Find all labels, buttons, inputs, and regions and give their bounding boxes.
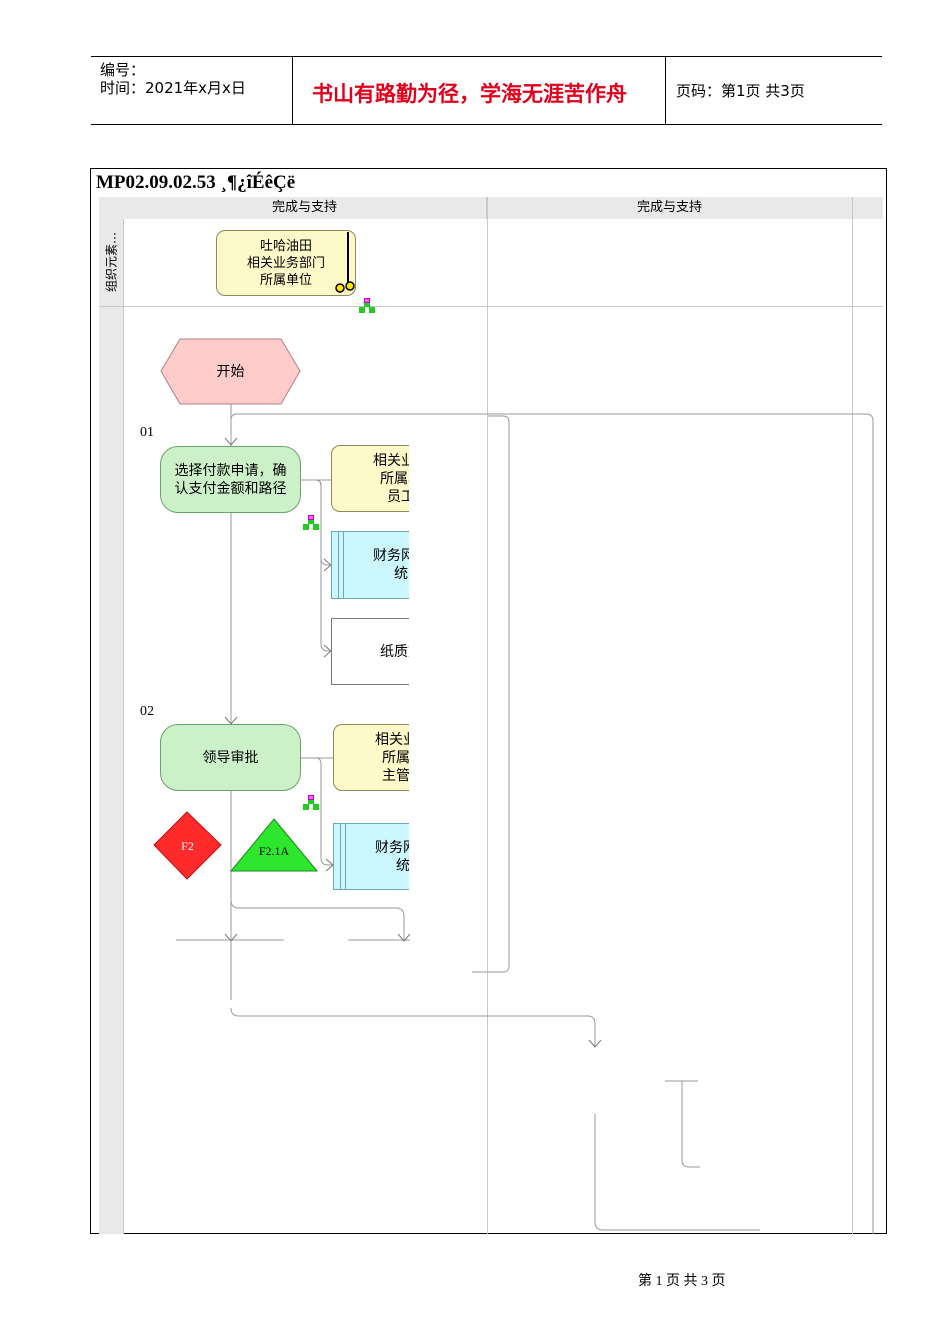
document-node-paper[interactable]: 纸质文 xyxy=(331,618,409,685)
lane-line-3 xyxy=(852,197,853,1234)
org-node-tuha[interactable]: 吐哈油田 相关业务部门 所属单位 xyxy=(216,230,356,296)
org-row-separator xyxy=(99,306,883,307)
header-divider-right xyxy=(665,56,666,125)
step-id-02: 02 xyxy=(140,704,154,719)
document-node-clip: 纸质文 xyxy=(331,618,409,685)
system-line: 财务网上 xyxy=(375,839,409,856)
system-node-stripe xyxy=(338,531,339,599)
lane-line-1 xyxy=(123,219,124,1234)
function-line: 选择付款申请，确 xyxy=(174,462,287,479)
org-line: 员工 xyxy=(387,488,409,505)
function-node-select-payment[interactable]: 选择付款申请，确 认支付金额和路径 xyxy=(160,446,301,513)
footer-page-number: 第 1 页 共 3 页 xyxy=(638,1274,726,1289)
org-node-line-3: 所属单位 xyxy=(259,272,312,288)
arrow-into-step-01 xyxy=(224,437,238,446)
hierarchy-icon xyxy=(303,795,319,810)
start-event-label: 开始 xyxy=(216,363,245,380)
column-header-2: 完成与支持 xyxy=(487,197,853,219)
system-line: 财务网上 xyxy=(373,548,409,564)
hierarchy-icon xyxy=(359,298,375,313)
diagram-frame xyxy=(90,168,887,1234)
org-node-step-02-clip: 相关业务 所属单 主管领 xyxy=(333,724,409,791)
lane-line-2 xyxy=(487,197,488,1234)
system-node-step-01-clip: 财务网上 统 xyxy=(331,531,409,599)
org-node-line-1: 吐哈油田 xyxy=(259,238,312,254)
org-line: 所属单 xyxy=(382,749,409,766)
system-node-step-02-clip: 财务网上 统 xyxy=(333,823,409,890)
function-node-leader-approval[interactable]: 领导审批 xyxy=(160,724,301,791)
row-header-bar xyxy=(99,219,123,1234)
interface-triangle-shape[interactable] xyxy=(230,818,318,872)
org-node-step-02[interactable]: 相关业务 所属单 主管领 xyxy=(333,724,409,791)
org-node-step-01[interactable]: 相关业务 所属单 员工 xyxy=(331,445,409,512)
doc-time-label: 时间：2021年x月x日 xyxy=(100,79,246,97)
system-node-stripe xyxy=(345,823,346,890)
header-motto: 书山有路勤为径，学海无涯苦作舟 xyxy=(312,82,627,106)
header-top-rule xyxy=(91,56,882,57)
org-node-line-2: 相关业务部门 xyxy=(246,255,325,271)
system-node-step-01[interactable]: 财务网上 统 xyxy=(331,531,409,599)
column-header-1: 完成与支持 xyxy=(123,197,487,219)
loop-line-outer xyxy=(230,413,874,1234)
column-header-filler xyxy=(853,197,883,219)
org-line: 所属单 xyxy=(380,470,409,487)
step-id-01: 01 xyxy=(140,425,154,440)
system-line: 统 xyxy=(394,566,408,582)
org-line: 相关业务 xyxy=(373,452,409,469)
header-page-label: 页码：第1页 共3页 xyxy=(676,82,805,100)
org-line: 主管领 xyxy=(382,767,409,784)
hierarchy-icon xyxy=(303,515,319,530)
system-node-stripe xyxy=(343,531,344,599)
org-node-step-01-clip: 相关业务 所属单 员工 xyxy=(331,445,409,512)
interface-triangle-label: F2.1A xyxy=(258,844,290,858)
start-event-shape[interactable] xyxy=(160,338,301,405)
org-line: 相关业务 xyxy=(375,731,409,748)
doc-number-label: 编号： xyxy=(100,61,146,79)
header-divider-left xyxy=(292,56,293,125)
rule-diamond-shape[interactable] xyxy=(153,811,222,880)
header-bottom-rule xyxy=(91,124,882,125)
diagram-title: MP02.09.02.53 ¸¶¿îÉêÇë xyxy=(96,172,296,193)
system-node-stripe xyxy=(340,823,341,890)
system-line: 统 xyxy=(396,857,409,874)
function-line: 认支付金额和路径 xyxy=(174,480,287,497)
loop-line-inner xyxy=(472,415,510,973)
person-icon xyxy=(335,232,355,293)
rule-diamond-label: F2 xyxy=(181,838,194,853)
header-corner xyxy=(99,197,123,219)
